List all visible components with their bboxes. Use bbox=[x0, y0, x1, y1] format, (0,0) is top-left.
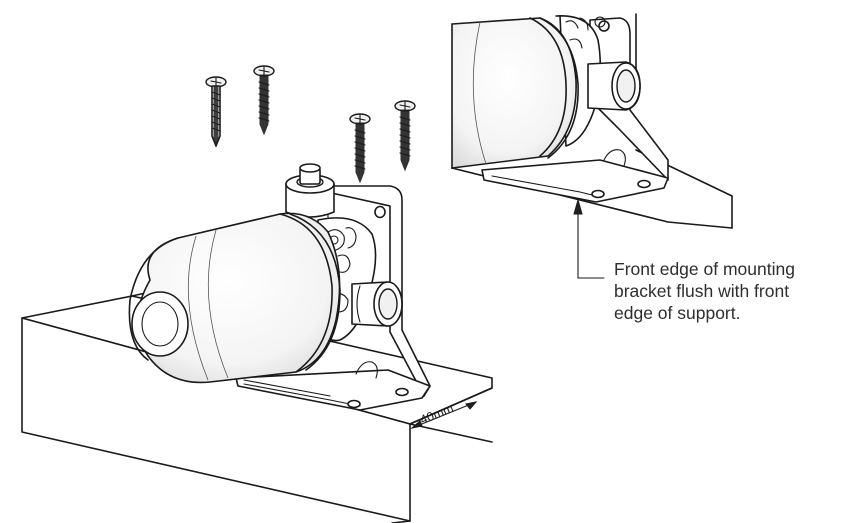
callout-line-1: Front edge of mounting bbox=[614, 259, 795, 279]
screw-2 bbox=[253, 65, 275, 136]
mounting-bracket bbox=[235, 185, 431, 411]
callout-line-3: edge of support. bbox=[614, 303, 741, 323]
pressure-vessel bbox=[128, 212, 341, 384]
callout-text: Front edge of mounting bracket flush wit… bbox=[614, 258, 859, 324]
outlet-fitting bbox=[351, 281, 403, 327]
screw-1 bbox=[205, 76, 227, 148]
callout-line-2: bracket flush with front bbox=[614, 281, 790, 301]
inset-detail bbox=[451, 13, 733, 229]
callout-leader bbox=[573, 198, 605, 279]
screw-4 bbox=[394, 100, 416, 172]
screw-3 bbox=[349, 113, 371, 184]
top-valve bbox=[285, 163, 335, 223]
